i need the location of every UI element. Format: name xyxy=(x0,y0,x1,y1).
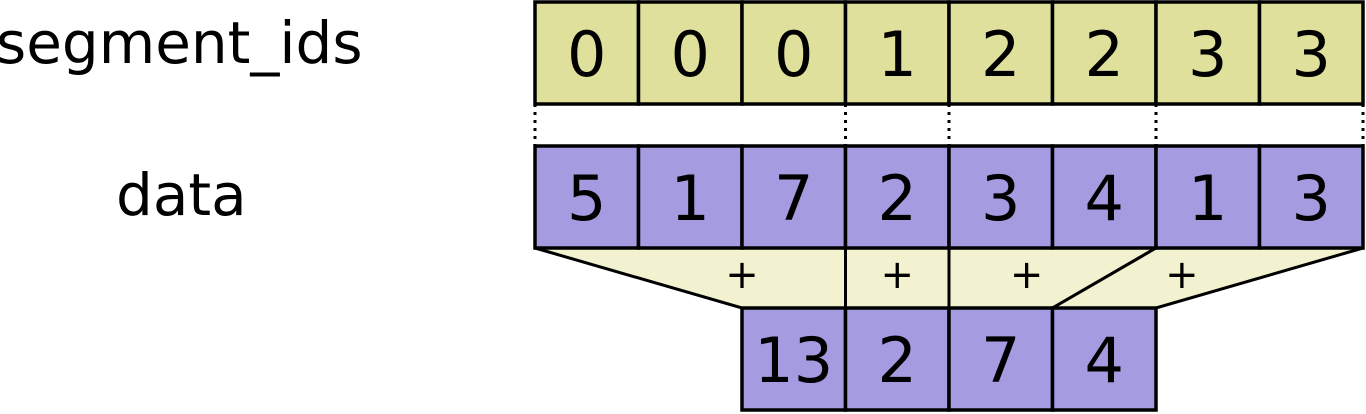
segment-id-cell: 3 xyxy=(1154,0,1262,106)
result-value: 2 xyxy=(878,324,917,397)
data-value: 7 xyxy=(774,162,813,235)
segment-id-value: 1 xyxy=(878,18,917,91)
segment-id-value: 2 xyxy=(981,18,1020,91)
segment-id-value: 0 xyxy=(567,18,606,91)
data-value: 4 xyxy=(1085,162,1124,235)
segment-id-value: 3 xyxy=(1292,18,1331,91)
segment-id-cell: 0 xyxy=(636,0,744,106)
data-cell: 1 xyxy=(1154,144,1262,250)
plus-operator: + xyxy=(1010,252,1044,298)
data-cell: 3 xyxy=(1257,144,1365,250)
segment-id-value: 2 xyxy=(1085,18,1124,91)
data-cell: 3 xyxy=(947,144,1055,250)
segment-id-value: 0 xyxy=(671,18,710,91)
data-cell: 7 xyxy=(740,144,848,250)
data-value: 2 xyxy=(878,162,917,235)
data-cell: 2 xyxy=(843,144,951,250)
data-cell: 1 xyxy=(636,144,744,250)
segment-id-cell: 2 xyxy=(947,0,1055,106)
segment-id-cell: 3 xyxy=(1257,0,1365,106)
data-value: 3 xyxy=(1292,162,1331,235)
result-value: 7 xyxy=(981,324,1020,397)
result-cell: 2 xyxy=(843,306,951,412)
result-cell: 4 xyxy=(1050,306,1158,412)
result-cell: 7 xyxy=(947,306,1055,412)
segment-id-value: 3 xyxy=(1188,18,1227,91)
sum-funnel xyxy=(534,246,847,310)
data-value: 1 xyxy=(671,162,710,235)
segment-id-cell: 2 xyxy=(1050,0,1158,106)
segment-id-value: 0 xyxy=(774,18,813,91)
sum-funnels: + + + + xyxy=(534,246,1364,310)
data-cell: 4 xyxy=(1050,144,1158,250)
result-value: 13 xyxy=(754,324,833,397)
segment-id-cell: 0 xyxy=(533,0,641,106)
plus-operator: + xyxy=(880,252,914,298)
segment-id-cell: 1 xyxy=(843,0,951,106)
plus-operator: + xyxy=(1165,252,1199,298)
data-value: 1 xyxy=(1188,162,1227,235)
segment-boundaries xyxy=(533,104,1365,146)
result-value: 4 xyxy=(1085,324,1124,397)
plus-operator: + xyxy=(725,252,759,298)
data-value: 3 xyxy=(981,162,1020,235)
data-label: data xyxy=(116,161,247,229)
data-cell: 5 xyxy=(533,144,641,250)
segment-ids-label: segment_ids xyxy=(0,9,363,77)
segment-id-cell: 0 xyxy=(740,0,848,106)
data-value: 5 xyxy=(567,162,606,235)
result-cell: 13 xyxy=(740,306,848,412)
